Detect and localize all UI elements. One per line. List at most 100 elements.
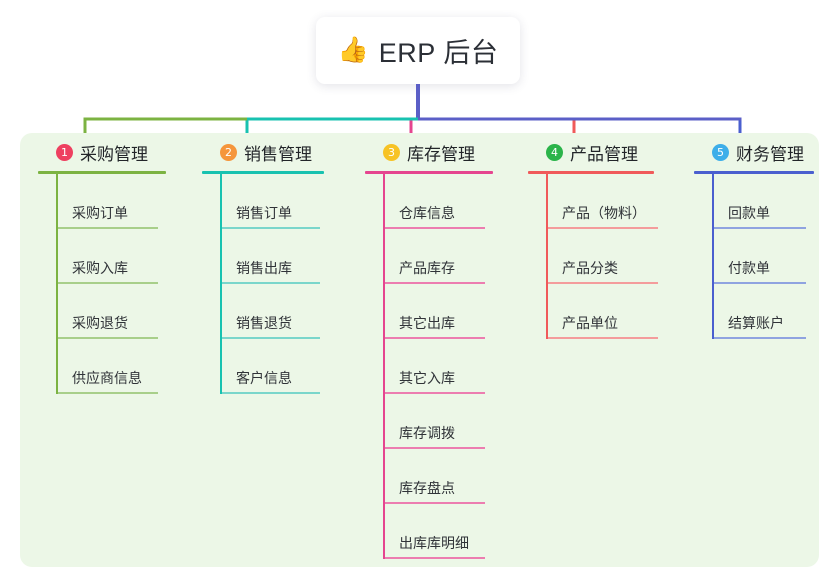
branch-header[interactable]: 1 采购管理 bbox=[38, 133, 166, 171]
branch-header[interactable]: 2 销售管理 bbox=[202, 133, 324, 171]
branch-item-label: 其它出库 bbox=[399, 315, 455, 331]
branch-item-list: 仓库信息产品库存其它出库其它入库库存调拨库存盘点出库库明细 bbox=[365, 174, 493, 559]
branch-item-label: 供应商信息 bbox=[72, 370, 142, 386]
branch-header-underline bbox=[528, 171, 654, 174]
branch-title: 库存管理 bbox=[407, 144, 475, 164]
branch-spine-line bbox=[56, 174, 58, 394]
branch-item-label: 库存调拨 bbox=[399, 425, 455, 441]
branch-item-label: 销售退货 bbox=[236, 315, 292, 331]
branch-item-label: 销售订单 bbox=[236, 205, 292, 221]
branch-item-label: 出库库明细 bbox=[399, 535, 469, 551]
branch-title: 销售管理 bbox=[244, 144, 312, 164]
branch-spine-line bbox=[383, 174, 385, 559]
branch-column-产品管理: 4 产品管理产品（物料） 产品分类产品单位 bbox=[528, 133, 658, 339]
branch-item-underline bbox=[385, 392, 485, 394]
branch-item-label: 产品库存 bbox=[399, 260, 455, 276]
branch-item-underline bbox=[385, 337, 485, 339]
branch-column-库存管理: 3 库存管理仓库信息产品库存其它出库其它入库库存调拨库存盘点出库库明细 bbox=[365, 133, 493, 559]
branch-item[interactable]: 供应商信息 bbox=[58, 339, 166, 394]
branch-item[interactable]: 产品分类 bbox=[548, 229, 658, 284]
branch-item[interactable]: 采购退货 bbox=[58, 284, 166, 339]
root-node-content: 👍 ERP 后台 bbox=[338, 31, 499, 70]
branch-header-underline bbox=[365, 171, 493, 174]
branch-item[interactable]: 产品单位 bbox=[548, 284, 658, 339]
branch-item[interactable]: 采购入库 bbox=[58, 229, 166, 284]
branch-number-badge: 2 bbox=[220, 143, 237, 161]
branch-item[interactable]: 客户信息 bbox=[222, 339, 324, 394]
branch-item[interactable]: 销售订单 bbox=[222, 174, 324, 229]
branch-spine-line bbox=[220, 174, 222, 394]
branch-item-underline bbox=[58, 337, 158, 339]
branch-item[interactable]: 产品库存 bbox=[385, 229, 493, 284]
branch-item-label: 采购订单 bbox=[72, 205, 128, 221]
branch-number-badge: 1 bbox=[56, 143, 73, 161]
branch-item-underline bbox=[222, 282, 320, 284]
branch-column-销售管理: 2 销售管理销售订单销售出库销售退货客户信息 bbox=[202, 133, 324, 394]
branch-item-underline bbox=[385, 227, 485, 229]
branch-item-underline bbox=[548, 227, 658, 229]
branch-item[interactable]: 产品（物料） bbox=[548, 174, 658, 229]
branch-number-badge: 4 bbox=[546, 143, 563, 161]
branch-item[interactable]: 库存调拨 bbox=[385, 394, 493, 449]
branch-item-label: 其它入库 bbox=[399, 370, 455, 386]
branch-item-underline bbox=[385, 447, 485, 449]
branch-column-财务管理: 5 财务管理回款单付款单结算账户 bbox=[694, 133, 814, 339]
branch-item[interactable]: 结算账户 bbox=[714, 284, 814, 339]
branch-header[interactable]: 4 产品管理 bbox=[528, 133, 654, 171]
branch-item-list: 采购订单采购入库采购退货供应商信息 bbox=[38, 174, 166, 394]
branch-item-underline bbox=[58, 282, 158, 284]
branch-item[interactable]: 付款单 bbox=[714, 229, 814, 284]
branch-item-underline bbox=[222, 392, 320, 394]
root-node-title: ERP 后台 bbox=[378, 38, 499, 68]
branch-item-label: 产品单位 bbox=[562, 315, 618, 331]
branch-header[interactable]: 5 财务管理 bbox=[694, 133, 814, 171]
branch-item-list: 产品（物料） 产品分类产品单位 bbox=[528, 174, 658, 339]
branch-item-underline bbox=[385, 282, 485, 284]
branch-item-label: 仓库信息 bbox=[399, 205, 455, 221]
branch-header[interactable]: 3 库存管理 bbox=[365, 133, 493, 171]
branch-item[interactable]: 仓库信息 bbox=[385, 174, 493, 229]
branch-column-采购管理: 1 采购管理采购订单采购入库采购退货供应商信息 bbox=[38, 133, 166, 394]
branch-item-underline bbox=[714, 337, 806, 339]
branch-item[interactable]: 其它出库 bbox=[385, 284, 493, 339]
branch-item-label: 采购退货 bbox=[72, 315, 128, 331]
branch-item-list: 回款单付款单结算账户 bbox=[694, 174, 814, 339]
branch-item-label: 采购入库 bbox=[72, 260, 128, 276]
branch-item-label: 销售出库 bbox=[236, 260, 292, 276]
thumbs-up-icon: 👍 bbox=[337, 36, 369, 64]
branch-item[interactable]: 销售出库 bbox=[222, 229, 324, 284]
branch-columns: 1 采购管理采购订单采购入库采购退货供应商信息 2 销售管理销售订单销售出库销售退货客… bbox=[20, 133, 819, 567]
branch-item-label: 客户信息 bbox=[236, 370, 292, 386]
branch-number-badge: 5 bbox=[712, 143, 729, 161]
branch-item-underline bbox=[222, 227, 320, 229]
branch-title: 采购管理 bbox=[80, 144, 148, 164]
branch-item[interactable]: 销售退货 bbox=[222, 284, 324, 339]
branch-number-badge: 3 bbox=[383, 143, 400, 161]
diagram-panel-background bbox=[20, 133, 819, 567]
branch-item-label: 库存盘点 bbox=[399, 480, 455, 496]
branch-item-list: 销售订单销售出库销售退货客户信息 bbox=[202, 174, 324, 394]
branch-item-underline bbox=[222, 337, 320, 339]
branch-item-label: 结算账户 bbox=[728, 315, 784, 331]
branch-item-underline bbox=[714, 227, 806, 229]
root-node-card[interactable]: 👍 ERP 后台 bbox=[316, 17, 520, 84]
branch-item[interactable]: 采购订单 bbox=[58, 174, 166, 229]
branch-item-underline bbox=[548, 282, 658, 284]
branch-item[interactable]: 出库库明细 bbox=[385, 504, 493, 559]
branch-title: 财务管理 bbox=[736, 144, 804, 164]
branch-item[interactable]: 其它入库 bbox=[385, 339, 493, 394]
branch-item[interactable]: 库存盘点 bbox=[385, 449, 493, 504]
branch-item-underline bbox=[714, 282, 806, 284]
branch-item[interactable]: 回款单 bbox=[714, 174, 814, 229]
branch-header-underline bbox=[202, 171, 324, 174]
branch-item-label: 回款单 bbox=[728, 205, 770, 221]
branch-item-underline bbox=[58, 392, 158, 394]
branch-item-underline bbox=[548, 337, 658, 339]
branch-spine-line bbox=[712, 174, 714, 339]
branch-item-label: 产品分类 bbox=[562, 260, 618, 276]
branch-spine-line bbox=[546, 174, 548, 339]
branch-item-underline bbox=[58, 227, 158, 229]
branch-title: 产品管理 bbox=[570, 144, 638, 164]
branch-item-label: 付款单 bbox=[728, 260, 770, 276]
